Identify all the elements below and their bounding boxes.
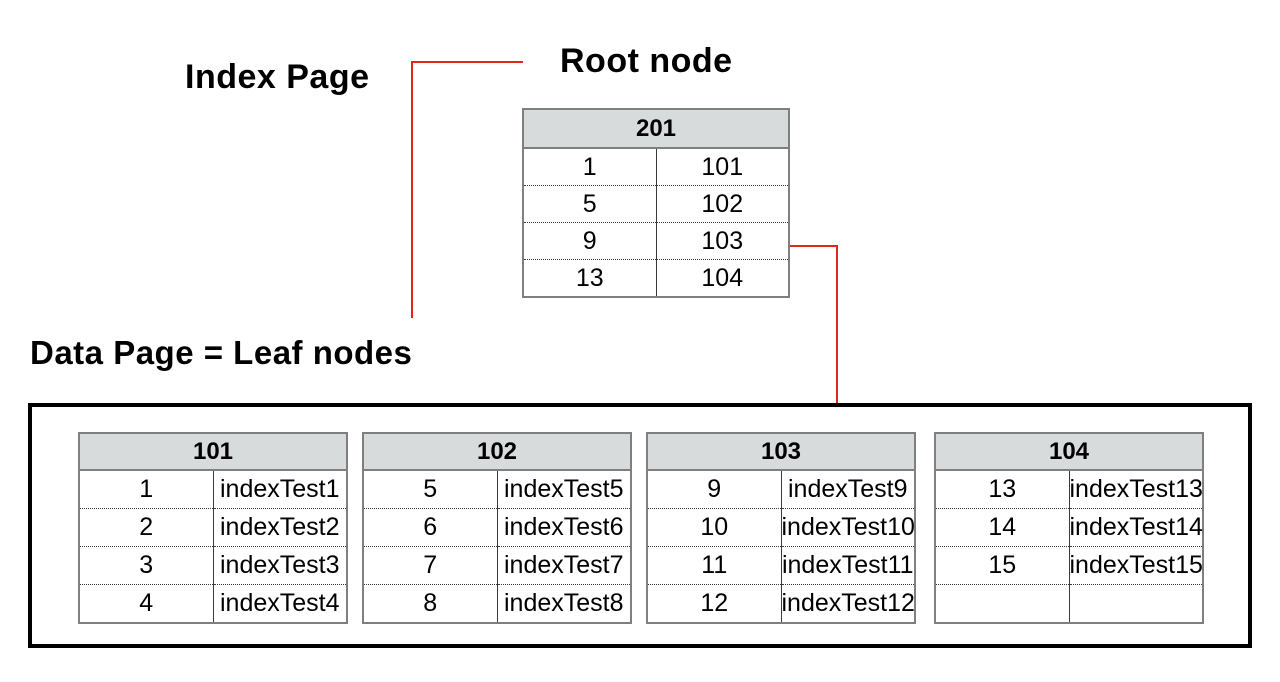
page-number-header: 103 <box>647 433 915 471</box>
table-row: 1 101 <box>523 148 789 186</box>
value-cell: indexTest5 <box>503 475 624 503</box>
key-cell: 8 <box>363 584 498 623</box>
key-cell: 9 <box>647 470 782 509</box>
value-cell: 104 <box>656 259 789 297</box>
page-number-header: 101 <box>79 433 347 471</box>
value-cell: indexTest11 <box>781 546 915 585</box>
connector-index-to-data-vertical <box>411 61 413 318</box>
value-cell: indexTest2 <box>213 508 347 547</box>
page-number-header: 102 <box>363 433 631 471</box>
value-cell: indexTest15 <box>1069 546 1203 585</box>
key-cell: 11 <box>647 546 782 585</box>
key-cell: 7 <box>363 546 498 585</box>
root-node-label: Root node <box>560 42 733 80</box>
key-cell: 6 <box>363 508 498 547</box>
value-cell: indexTest7 <box>497 546 631 585</box>
value-cell: indexTest12 <box>781 584 915 623</box>
connector-root-to-leaf-vertical <box>836 245 838 422</box>
key-cell: 13 <box>935 470 1070 509</box>
value-cell <box>1069 584 1203 623</box>
value-cell: indexTest14 <box>1069 508 1203 547</box>
key-cell: 3 <box>79 546 214 585</box>
value-cell: 101 <box>701 152 744 181</box>
key-cell: 10 <box>647 508 782 547</box>
table-row <box>935 584 1203 623</box>
value-cell: 102 <box>656 185 789 223</box>
value-cell: indexTest8 <box>497 584 631 623</box>
index-page-label: Index Page <box>185 58 370 96</box>
key-cell <box>935 584 1070 623</box>
key-cell: 1 <box>79 470 214 509</box>
value-cell: indexTest13 <box>1069 475 1203 503</box>
key-cell: 5 <box>523 185 657 223</box>
connector-root-to-leaf-horizontal <box>790 245 838 247</box>
key-cell: 12 <box>647 584 782 623</box>
key-cell: 14 <box>935 508 1070 547</box>
value-cell: indexTest9 <box>787 475 908 503</box>
key-cell: 9 <box>523 222 657 260</box>
key-cell: 15 <box>935 546 1070 585</box>
value-cell: indexTest4 <box>213 584 347 623</box>
value-cell: indexTest10 <box>781 508 915 547</box>
page-number-header: 201 <box>523 109 789 149</box>
key-cell: 1 <box>523 148 657 186</box>
key-cell: 13 <box>523 259 657 297</box>
page-number-header: 104 <box>935 433 1203 471</box>
key-cell: 4 <box>79 584 214 623</box>
key-cell: 2 <box>79 508 214 547</box>
value-cell: indexTest6 <box>497 508 631 547</box>
key-cell: 5 <box>363 470 498 509</box>
value-cell: indexTest3 <box>213 546 347 585</box>
value-cell: 103 <box>656 222 789 260</box>
data-page-label: Data Page = Leaf nodes <box>30 334 413 371</box>
connector-index-to-root-horizontal <box>411 61 523 63</box>
value-cell: indexTest1 <box>219 475 340 503</box>
